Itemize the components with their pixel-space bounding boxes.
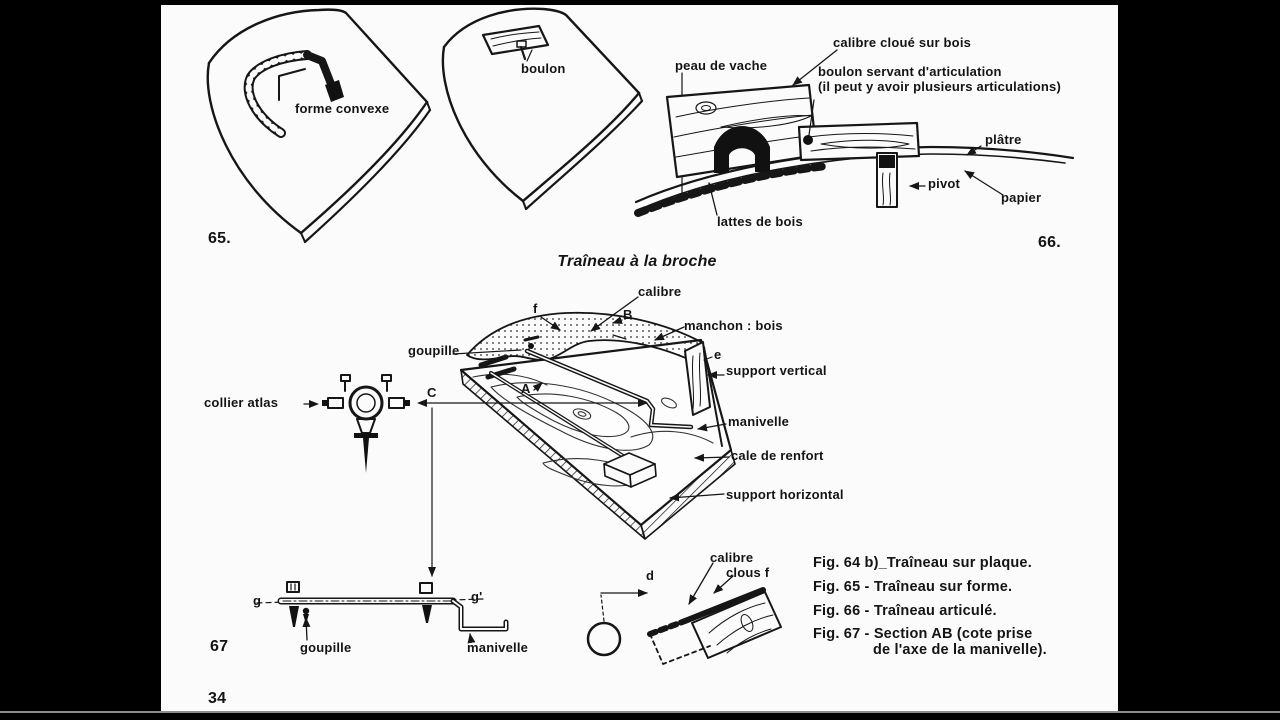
label-manivelle: manivelle xyxy=(728,414,790,429)
label-peau-de-vache: peau de vache xyxy=(675,58,768,73)
label-g-mark: g xyxy=(253,593,262,608)
label-clous-f: clous f xyxy=(726,565,770,580)
fig65-number: 65. xyxy=(208,230,231,247)
label-calibre: calibre xyxy=(638,284,682,299)
label-collier-atlas: collier atlas xyxy=(204,395,279,410)
caption-line-1: Fig. 64 b)_Traîneau sur plaque. xyxy=(813,555,1032,571)
fig66-articulated-sledge xyxy=(634,49,1075,217)
label-manivelle-67: manivelle xyxy=(467,640,529,655)
label-cale-de-renfort: cale de renfort xyxy=(731,448,824,463)
label-boulon-articulation-line1: boulon servant d'articulation xyxy=(818,64,1002,79)
fig-small-calibre-block xyxy=(586,562,782,665)
page-number: 34 xyxy=(208,690,227,707)
label-c-mark: C xyxy=(427,385,437,400)
label-support-horizontal: support horizontal xyxy=(726,487,844,502)
fig65-right-convex-form xyxy=(441,7,644,211)
caption-line-4: Fig. 67 - Section AB (cote prise xyxy=(813,626,1033,642)
fig66-number: 66. xyxy=(1038,234,1061,251)
label-goupille: goupille xyxy=(408,343,460,358)
label-e-mark: e xyxy=(714,347,722,362)
label-lattes-de-bois: lattes de bois xyxy=(717,214,803,229)
label-b-mark: B xyxy=(623,307,633,322)
label-goupille-67: goupille xyxy=(300,640,352,655)
label-f-mark: f xyxy=(533,301,538,316)
label-calibre-small: calibre xyxy=(710,550,754,565)
fig64b-traineau-sur-plaque xyxy=(452,296,736,540)
label-calibre-cloue-sur-bois: calibre cloué sur bois xyxy=(833,35,972,50)
label-support-vertical: support vertical xyxy=(726,363,827,378)
caption-line-5: de l'axe de la manivelle). xyxy=(873,642,1047,658)
technical-diagrams xyxy=(206,7,1075,665)
collier-atlas-clamp xyxy=(303,374,410,473)
fig65-left-convex-form xyxy=(206,8,432,244)
label-papier: papier xyxy=(1001,190,1042,205)
label-forme-convexe: forme convexe xyxy=(295,101,390,116)
label-manchon-bois: manchon : bois xyxy=(684,318,783,333)
caption-line-2: Fig. 65 - Traîneau sur forme. xyxy=(813,579,1013,595)
fig67-section-ab xyxy=(256,581,509,644)
scanned-page: forme convexe 65. boulon calibre cloué s… xyxy=(161,5,1118,713)
caption-line-3: Fig. 66 - Traîneau articulé. xyxy=(813,603,997,619)
label-g-prime-mark: g' xyxy=(471,589,483,604)
label-a-mark: A xyxy=(521,381,531,396)
label-d-mark: d xyxy=(646,568,655,583)
label-pivot: pivot xyxy=(928,176,961,191)
label-boulon-articulation-line2: (il peut y avoir plusieurs articulations… xyxy=(818,79,1061,94)
figure-title: Traîneau à la broche xyxy=(557,253,717,270)
fig67-number: 67 xyxy=(210,638,229,655)
section-c-lines xyxy=(417,399,648,577)
bottom-frame-line xyxy=(0,711,1280,713)
label-boulon: boulon xyxy=(521,61,566,76)
label-platre: plâtre xyxy=(985,132,1022,147)
